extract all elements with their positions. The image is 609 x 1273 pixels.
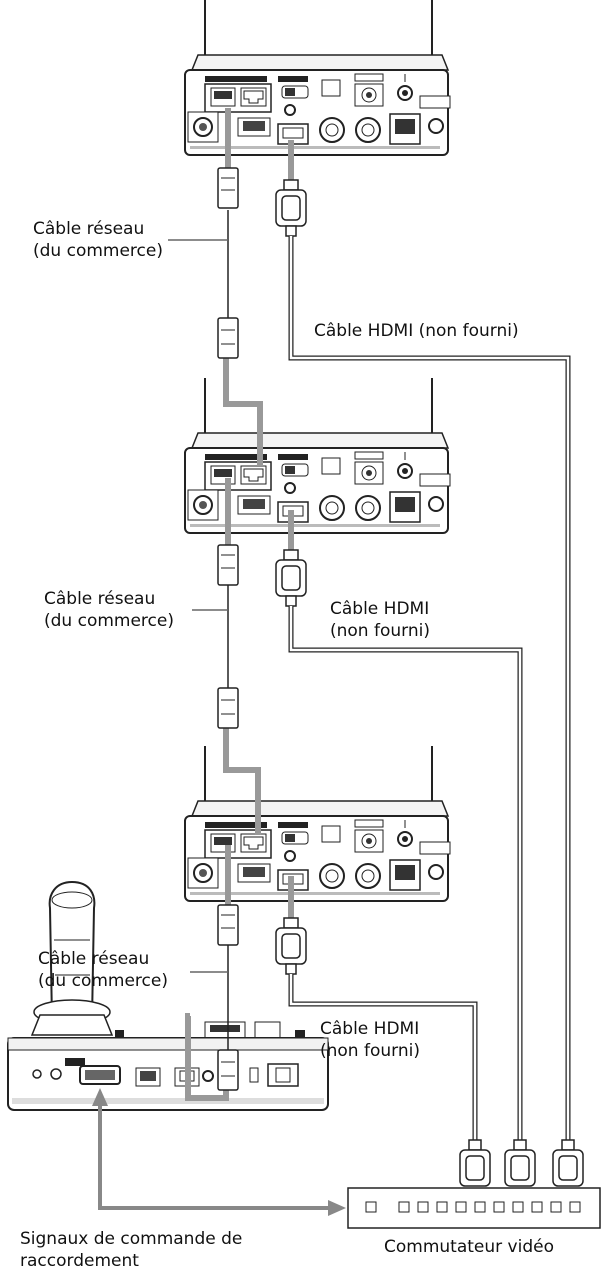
hdmi-cable-label-3: Câble HDMI (non fourni) (320, 1019, 420, 1061)
video-switcher-label: Commutateur vidéo (384, 1237, 554, 1257)
hdmi-cables (288, 236, 571, 1150)
control-signal-arrow (92, 1088, 346, 1216)
network-cable-label-1: Câble réseau (du commerce) (33, 219, 163, 261)
network-cable-label-2: Câble réseau (du commerce) (44, 589, 174, 631)
control-signals-label: Signaux de commande de raccordement (20, 1229, 243, 1271)
video-switcher (347, 1187, 601, 1229)
remote-controller (7, 880, 329, 1111)
network-cable-label-3: Câble réseau (du commerce) (38, 949, 168, 991)
switcher-hdmi-plugs (459, 1139, 584, 1187)
camera-1 (184, 0, 451, 156)
hdmi-plugs (275, 179, 307, 975)
network-cables (185, 108, 263, 1101)
hdmi-cable-label-2: Câble HDMI (non fourni) (330, 599, 430, 641)
hdmi-cable-label-1: Câble HDMI (non fourni) (314, 321, 519, 341)
leader-lines (168, 239, 228, 973)
